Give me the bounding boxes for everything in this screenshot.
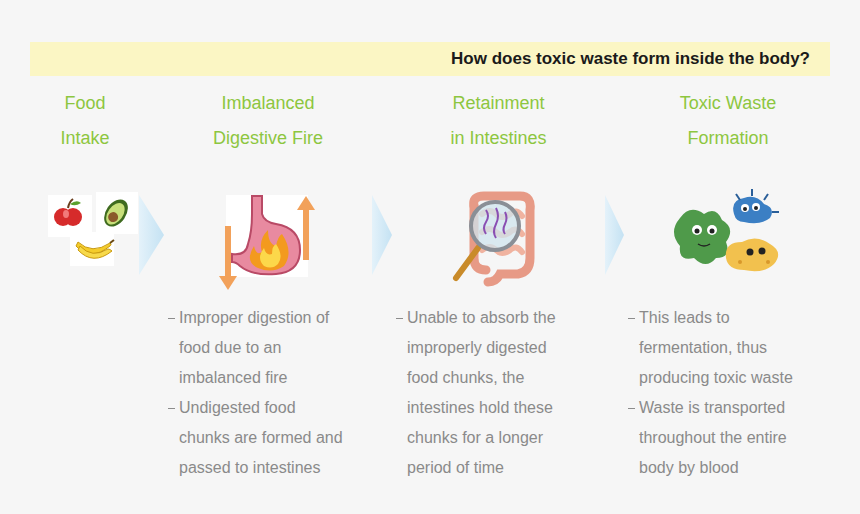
bullet-text: Improper digestion of food due to an imb… (179, 303, 347, 393)
bullet-text: This leads to fermentation, thus produci… (639, 303, 804, 393)
bullet-dash (168, 318, 175, 319)
germ-icon (674, 189, 779, 271)
bullet-text: Waste is transported throughout the enti… (639, 393, 804, 483)
bullet-item: Unable to absorb the improperly digested… (396, 303, 601, 483)
process-column: Toxic Waste FormationThis leads to ferme… (628, 86, 828, 483)
step-heading: Toxic Waste Formation (671, 86, 786, 156)
bullet-list: Unable to absorb the improperly digested… (396, 303, 601, 483)
step-heading: Food Intake (50, 86, 120, 156)
step-heading: Imbalanced Digestive Fire (203, 86, 333, 156)
bullet-list: This leads to fermentation, thus produci… (628, 303, 828, 483)
process-column: Food Intake (35, 86, 135, 156)
step-heading: Retainment in Intestines (446, 86, 551, 156)
process-column: Retainment in IntestinesUnable to absorb… (396, 86, 601, 483)
bullet-dash (168, 408, 175, 409)
process-column: Imbalanced Digestive FireImproper digest… (168, 86, 368, 483)
chevron-arrow (372, 195, 392, 275)
bullet-dash (628, 408, 635, 409)
bullet-item: Undigested food chunks are formed and pa… (168, 393, 368, 483)
bullet-text: Undigested food chunks are formed and pa… (179, 393, 347, 483)
chevron-arrow (139, 195, 164, 275)
bullet-dash (396, 318, 403, 319)
title-band: How does toxic waste form inside the bod… (30, 42, 830, 76)
stomach-icon (219, 195, 315, 290)
fruit-icon (48, 192, 138, 266)
bullet-item: Improper digestion of food due to an imb… (168, 303, 368, 393)
chevron-arrow (605, 195, 624, 275)
bullet-list: Improper digestion of food due to an imb… (168, 303, 368, 483)
bullet-item: This leads to fermentation, thus produci… (628, 303, 828, 393)
intestine-icon (456, 196, 530, 282)
bullet-item: Waste is transported throughout the enti… (628, 393, 828, 483)
bullet-dash (628, 318, 635, 319)
bullet-text: Unable to absorb the improperly digested… (407, 303, 572, 483)
